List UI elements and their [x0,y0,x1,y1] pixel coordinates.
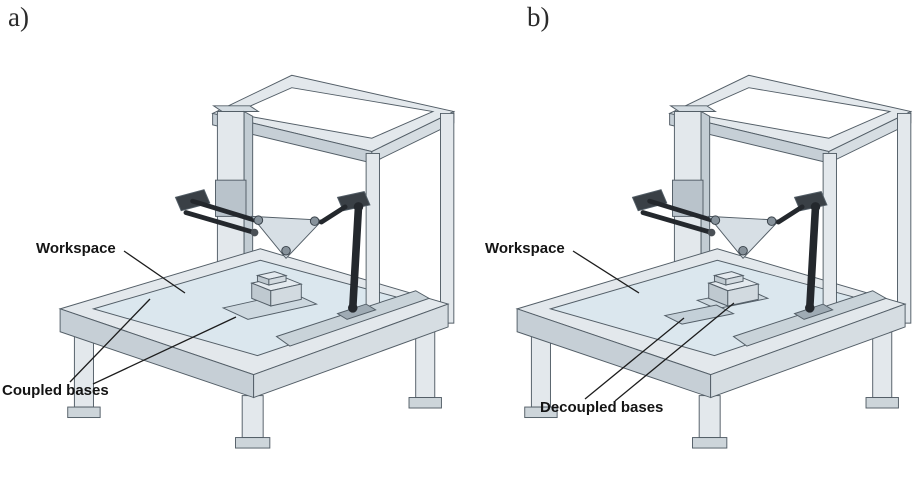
platform-joint [281,245,291,256]
decoupled-bases-label: Decoupled bases [540,399,664,416]
panel-a-tag: a) [8,2,29,32]
arm-link-right [775,204,805,225]
drive-strut [348,203,363,312]
linear-rail [732,290,888,347]
drive-strut [805,203,820,312]
arm-link-left-upper [190,198,264,225]
parallel-manipulator [174,189,371,313]
panel-b-tag: b) [527,2,550,32]
table-leg [524,329,558,419]
workpiece-block [250,271,303,307]
platform-joint [253,215,264,225]
arm-link-left-upper [647,198,721,225]
support-column [669,105,717,275]
arm-link-left-lower [640,210,714,235]
end-effector-platform [250,215,324,260]
table-base [58,248,450,449]
linear-rail [275,290,431,347]
table-apron-right [253,303,449,399]
table-leg [235,395,271,449]
support-column [212,105,260,275]
machine-cad-drawing [515,74,913,449]
arm-link-left-lower [183,210,257,235]
workspace-label: Workspace [485,240,565,257]
table-base [515,248,907,449]
coupled-bases-label: Coupled bases [2,382,109,399]
platform-joint [710,215,721,225]
table-leg [692,395,728,449]
platform-joint [738,245,748,256]
platform-joint [309,216,320,226]
platform-joint [766,216,777,226]
rear-post [440,112,455,324]
end-effector-platform [707,215,781,260]
front-post [822,152,837,307]
panel-b: b) [457,0,914,481]
workspace-label: Workspace [36,240,116,257]
front-post [365,152,380,307]
arm-link-right [318,204,348,225]
workpiece-block [707,271,760,307]
panel-a: a) [2,2,456,449]
machine-drawing-b [493,20,913,449]
rear-post [897,112,912,324]
parallel-manipulator [631,189,828,313]
